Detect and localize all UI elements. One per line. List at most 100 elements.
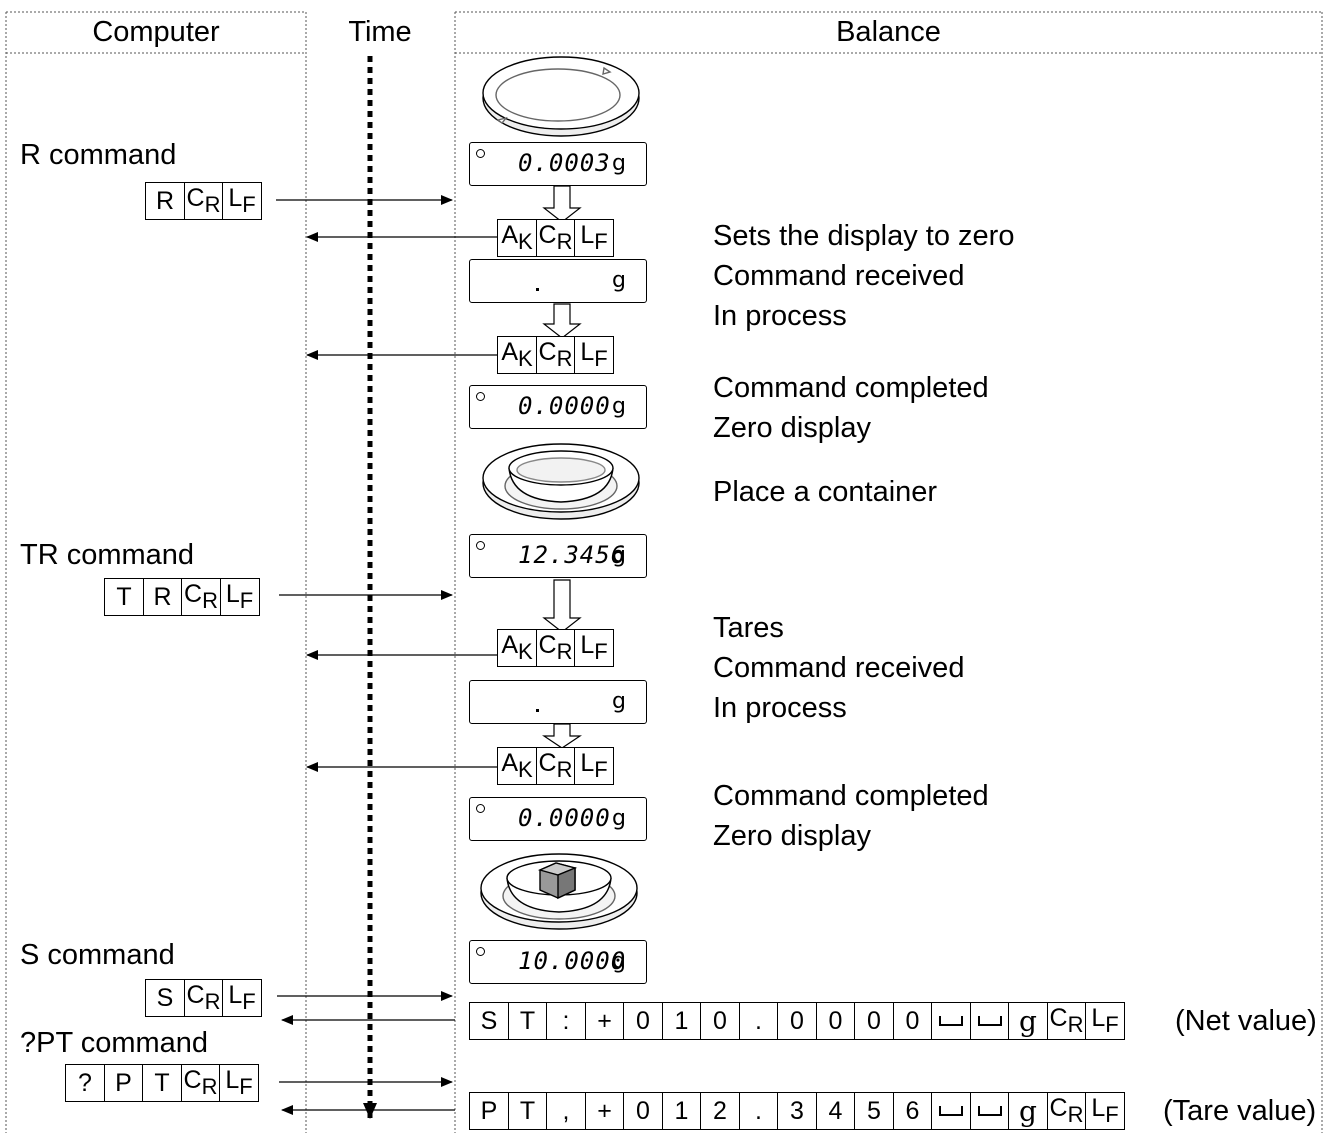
- unit-symbol: g: [1019, 1094, 1037, 1128]
- note-cmd-completed-1: Command completed: [713, 372, 989, 404]
- decimal-dot: [536, 288, 539, 291]
- code-cell: :: [546, 1002, 586, 1040]
- code-symbol: CR: [1049, 1004, 1084, 1037]
- display-value: 0.0000: [518, 392, 611, 420]
- code-cell: 3: [777, 1092, 817, 1130]
- code-symbol: LF: [225, 1066, 253, 1099]
- note-tares: Tares: [713, 612, 784, 644]
- note-zero-display-2: Zero display: [713, 820, 871, 852]
- code-cell: CR: [183, 979, 224, 1017]
- hollow-arrow-1: [542, 185, 582, 223]
- code-symbol: LF: [228, 981, 256, 1014]
- code-cell: P: [103, 1064, 144, 1102]
- hollow-arrow-2: [542, 303, 582, 339]
- code-symbol: CR: [538, 631, 573, 664]
- code-cell: +: [584, 1002, 625, 1040]
- code-cell: T: [104, 578, 144, 616]
- note-in-process-2: In process: [713, 692, 847, 724]
- code-cell: LF: [574, 336, 614, 374]
- code-cell: ,: [546, 1092, 586, 1130]
- code-cell: CR: [180, 1064, 221, 1102]
- code-cell: 0: [815, 1002, 856, 1040]
- code-cell: T: [507, 1092, 548, 1130]
- code-cell: [969, 1092, 1010, 1130]
- decimal-dot: [536, 709, 539, 712]
- balance-display-4: 0.0000 g: [469, 797, 647, 841]
- display-value: 10.0000: [518, 947, 627, 975]
- code-cell: LF: [1085, 1092, 1125, 1130]
- code-symbol: CR: [538, 221, 573, 254]
- code-cell: S: [145, 979, 185, 1017]
- code-symbol: CR: [538, 338, 573, 371]
- code-cell: ?: [65, 1064, 105, 1102]
- code-cell: +: [584, 1092, 625, 1130]
- code-cell: 1: [661, 1092, 702, 1130]
- code-cell: 0: [623, 1092, 663, 1130]
- code-cell: R: [145, 182, 185, 220]
- code-cell: g: [1008, 1092, 1048, 1130]
- code-cell: LF: [219, 1064, 259, 1102]
- code-cell: P: [469, 1092, 509, 1130]
- code-cell: AK: [497, 747, 537, 785]
- code-symbol: CR: [183, 1066, 218, 1099]
- display-unit: g: [612, 949, 626, 974]
- code-symbol: AK: [501, 631, 533, 664]
- space-symbol-icon: [977, 1106, 1002, 1116]
- display-unit: g: [612, 268, 626, 293]
- pan-container-icon: [482, 443, 640, 520]
- code-cell: [931, 1092, 971, 1130]
- note-cmd-received-2: Command received: [713, 652, 965, 684]
- note-set-zero: Sets the display to zero: [713, 220, 1015, 252]
- header-computer: Computer: [92, 16, 220, 48]
- code-cell: g: [1008, 1002, 1048, 1040]
- code-cell: .: [738, 1092, 779, 1130]
- code-cell: LF: [574, 747, 614, 785]
- code-symbol: LF: [1091, 1094, 1119, 1127]
- code-cell: LF: [1085, 1002, 1125, 1040]
- balance-display-3: 12.3456 g: [469, 534, 647, 578]
- code-cell: S: [469, 1002, 509, 1040]
- display-unit: g: [612, 806, 626, 831]
- code-symbol: LF: [580, 631, 608, 664]
- code-cell: 0: [623, 1002, 663, 1040]
- balance-display-1: 0.0003 g: [469, 142, 647, 186]
- code-symbol: CR: [1049, 1094, 1084, 1127]
- unit-symbol: g: [1019, 1004, 1037, 1038]
- note-in-process-1: In process: [713, 300, 847, 332]
- code-cell: CR: [535, 336, 576, 374]
- code-symbol: CR: [186, 981, 221, 1014]
- display-unit: g: [612, 689, 626, 714]
- display-value: 0.0000: [518, 804, 611, 832]
- hollow-arrow-3: [542, 579, 582, 633]
- hollow-arrow-4: [542, 723, 582, 749]
- code-symbol: AK: [501, 338, 533, 371]
- code-cell: [931, 1002, 971, 1040]
- code-cell: LF: [219, 578, 260, 616]
- code-symbol: CR: [538, 749, 573, 782]
- code-cell: CR: [181, 578, 221, 616]
- code-symbol: AK: [501, 749, 533, 782]
- code-symbol: LF: [1091, 1004, 1119, 1037]
- code-cell: 0: [892, 1002, 933, 1040]
- balance-display-2: 0.0000 g: [469, 385, 647, 429]
- code-cell: 4: [815, 1092, 856, 1130]
- code-cell: AK: [497, 629, 537, 667]
- r-command-label: R command: [20, 139, 177, 171]
- code-cell: CR: [1046, 1092, 1087, 1130]
- code-cell: LF: [222, 182, 262, 220]
- note-zero-display-1: Zero display: [713, 412, 871, 444]
- pan-sample-icon: [480, 853, 638, 930]
- code-cell: 0: [700, 1002, 740, 1040]
- stable-indicator-icon: [476, 804, 485, 813]
- code-cell: CR: [1046, 1002, 1087, 1040]
- code-cell: T: [142, 1064, 182, 1102]
